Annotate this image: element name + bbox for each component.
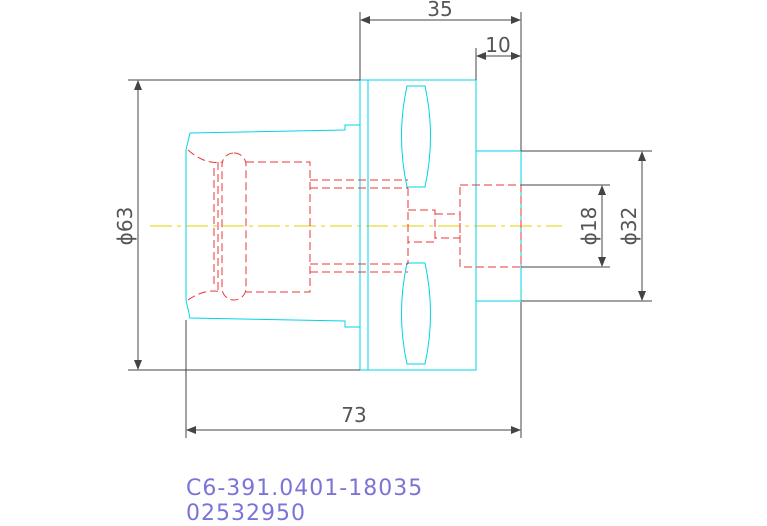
dim-d32-label: ϕ32 (617, 207, 641, 246)
dim-d18-label: ϕ18 (577, 207, 601, 246)
part-number: 02532950 (186, 501, 306, 526)
dim-73-label: 73 (341, 403, 366, 427)
dim-d63-label: ϕ63 (113, 207, 137, 246)
tapered-nose (185, 124, 360, 328)
pocket-outline (246, 161, 311, 293)
key-slot-bottom (401, 262, 431, 365)
key-slot-top (401, 85, 431, 188)
dim-10-label: 10 (485, 33, 510, 57)
dimensions (128, 12, 652, 438)
part-outline (185, 79, 522, 371)
part-code: C6-391.0401-18035 (186, 476, 424, 501)
dim-35-label: 35 (427, 0, 452, 21)
collet-pocket (221, 152, 247, 301)
main-body (359, 79, 477, 371)
hidden-lines (187, 149, 522, 301)
